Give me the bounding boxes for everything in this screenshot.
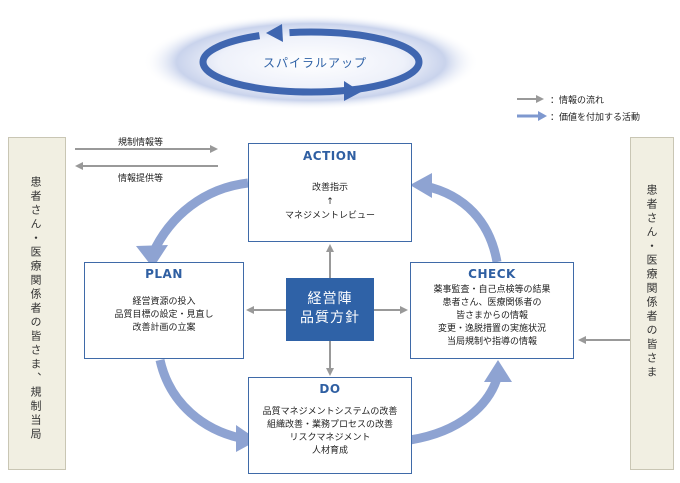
check-line-1: 薬事監査・自己点検等の結果 — [433, 285, 551, 295]
check-title: CHECK — [468, 267, 516, 281]
action-line-3: マネジメントレビュー — [284, 211, 375, 221]
action-line-2: ↑ — [326, 197, 334, 207]
legend-value-add: ：価値を付加する活動 — [550, 113, 641, 123]
check-line-5: 当局規制や指導の情報 — [446, 337, 537, 347]
do-line-4: 人材育成 — [311, 446, 348, 456]
action-line-1: 改善指示 — [311, 183, 348, 193]
plan-line-1: 経営資源の投入 — [132, 297, 196, 307]
plan-line-2: 品質目標の設定・見直し — [114, 310, 214, 320]
legend-info-flow: ：情報の流れ — [550, 96, 605, 106]
plan-title: PLAN — [145, 267, 183, 281]
policy-line-2: 品質方針 — [300, 310, 360, 326]
plan-line-3: 改善計画の立案 — [132, 323, 196, 333]
info-provision-label: 情報提供等 — [118, 174, 164, 184]
legend-blue-arrow-head — [538, 111, 547, 121]
plan-box: PLAN 経営資源の投入 品質目標の設定・見直し 改善計画の立案 — [84, 262, 244, 359]
cycle-arrow-head-action — [410, 173, 432, 198]
spiral-glow — [143, 14, 479, 110]
cycle-arrow-do-to-check — [409, 373, 503, 445]
check-line-3: 皆さまからの情報 — [455, 311, 528, 321]
do-title: DO — [319, 382, 341, 396]
action-title: ACTION — [303, 149, 357, 163]
policy-line-1: 経営陣 — [307, 291, 353, 307]
check-box: CHECK 薬事監査・自己点検等の結果 患者さん、医療関係者の 皆さまからの情報… — [410, 262, 574, 359]
do-box: DO 品質マネジメントシステムの改善 組織改善・業務プロセスの改善 リスクマネジ… — [248, 377, 412, 474]
cycle-arrow-head-check — [484, 360, 512, 382]
do-line-1: 品質マネジメントシステムの改善 — [262, 407, 398, 417]
left-stakeholder-panel: 患者さん・医療関係者の皆さま、規制当局 — [8, 137, 66, 470]
cycle-arrow-action-to-plan — [147, 178, 249, 257]
regulatory-info-label: 規制情報等 — [118, 138, 164, 148]
check-line-2: 患者さん、医療関係者の — [442, 298, 542, 308]
spiral-ring — [199, 28, 423, 96]
spiral-head-bottom — [344, 81, 361, 101]
left-stakeholder-text: 患者さん・医療関係者の皆さま、規制当局 — [29, 176, 42, 442]
action-box: ACTION 改善指示 ↑ マネジメントレビュー — [248, 143, 412, 242]
right-stakeholder-text: 患者さん・医療関係者の皆さま — [645, 184, 658, 380]
management-quality-policy: 経営陣 品質方針 — [286, 278, 374, 341]
cycle-arrow-check-to-action — [423, 181, 502, 263]
cycle-arrow-plan-to-do — [155, 358, 242, 443]
spiral-head-top — [266, 24, 283, 42]
cycle-arrow-head-do — [236, 425, 258, 452]
cycle-arrow-head-plan — [136, 245, 168, 268]
do-line-3: リスクマネジメント — [289, 433, 371, 443]
do-line-2: 組織改善・業務プロセスの改善 — [266, 420, 393, 430]
right-stakeholder-panel: 患者さん・医療関係者の皆さま — [630, 137, 674, 470]
check-line-4: 変更・逸脱措置の実施状況 — [437, 324, 546, 334]
spiral-up-label: スパイラルアップ — [263, 56, 368, 70]
